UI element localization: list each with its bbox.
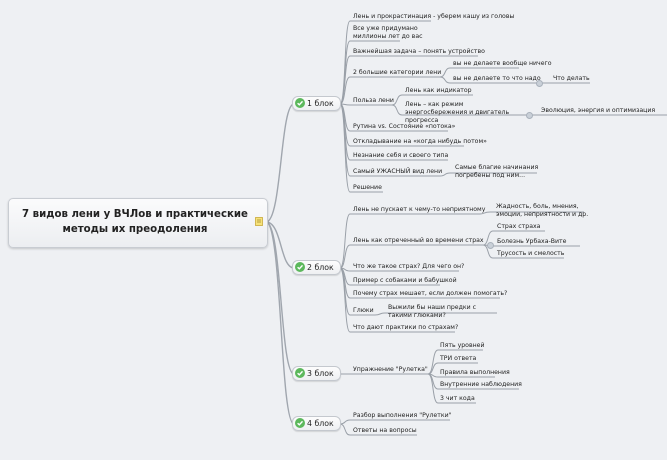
block-2-item[interactable]: Что дают практики по страхам?	[353, 324, 459, 331]
collapse-dot-icon[interactable]	[487, 242, 494, 249]
fear-subitem[interactable]: Трусость и смелость	[497, 250, 565, 257]
connector-root-block4	[265, 221, 295, 425]
collapse-dot-icon[interactable]	[526, 112, 533, 119]
block-2-item[interactable]: Что же такое страх? Для чего он?	[353, 263, 465, 270]
checkmark-icon	[295, 98, 305, 108]
roulette-subitem[interactable]: Внутренние наблюдения	[440, 381, 522, 388]
block-1-item[interactable]: Лень и прокрастинация - уберем кашу из г…	[353, 13, 515, 20]
checkmark-icon	[295, 262, 305, 272]
benefit-item[interactable]: Лень – как режим энергосбережения и двиг…	[405, 101, 510, 124]
block-1-label: 1 блок	[307, 99, 334, 108]
block-4-item[interactable]: Разбор выполнения "Рулетки"	[353, 412, 452, 419]
block-2-item[interactable]: Почему страх мешает, если должен помогат…	[353, 290, 508, 297]
category-subitem[interactable]: Что делать	[553, 75, 590, 82]
block-1-item[interactable]: Самый УЖАСНЫЙ вид лени	[353, 168, 443, 175]
block-2-subitem[interactable]: Жадность, боль, мнения, эмоции, неприятн…	[496, 203, 589, 218]
block-2-item[interactable]: Пример с собаками и бабушкой	[353, 277, 457, 284]
block-1-item[interactable]: Все уже придумано миллионы лет до вас	[353, 25, 423, 40]
worst-laziness-subitem[interactable]: Самые благие начинания погребены под ним…	[455, 164, 539, 179]
block-3-item[interactable]: Упражнение "Рулетка"	[353, 366, 428, 373]
block-1-item[interactable]: Важнейшая задача – понять устройство	[353, 48, 485, 55]
category-item[interactable]: вы не делаете то что надо	[453, 75, 541, 82]
block-1-topic[interactable]: 1 блок	[292, 96, 341, 111]
roulette-subitem[interactable]: Правила выполнения	[440, 369, 510, 376]
glitch-subitem[interactable]: Выжили бы наши предки с такими глюками?	[388, 304, 477, 319]
block-1-item[interactable]: 2 большие категории лени	[353, 69, 442, 76]
roulette-subitem[interactable]: ТРИ ответа	[440, 355, 477, 362]
block-1-item[interactable]: Незнание себя и своего типа	[353, 152, 449, 159]
note-icon[interactable]	[255, 217, 263, 226]
root-topic[interactable]: 7 видов лени у ВЧЛов и практические мето…	[8, 198, 268, 248]
connector-root-block2	[265, 221, 295, 269]
block-1-item[interactable]: Решение	[353, 184, 382, 191]
block-3-topic[interactable]: 3 блок	[292, 366, 341, 381]
connector-root-block1	[265, 103, 295, 223]
block-2-item[interactable]: Глюки	[353, 307, 374, 314]
checkmark-icon	[295, 368, 305, 378]
block-2-item[interactable]: Лень как отреченный во времени страх	[353, 237, 484, 244]
fear-subitem[interactable]: Болезнь Урбаха-Вите	[497, 238, 567, 245]
block-2-label: 2 блок	[307, 263, 334, 272]
benefit-item[interactable]: Лень как индикатор	[405, 87, 472, 94]
block-1-item[interactable]: Польза лени	[353, 97, 394, 104]
block-4-item[interactable]: Ответы на вопросы	[353, 427, 417, 434]
root-title: 7 видов лени у ВЧЛов и практические мето…	[22, 209, 248, 235]
block-1-item[interactable]: Рутина vs. Состояние «потока»	[353, 123, 456, 130]
block-1-item[interactable]: Откладывание на «когда нибудь потом»	[353, 138, 487, 145]
roulette-subitem[interactable]: 3 чит кода	[440, 395, 475, 402]
block-4-label: 4 блок	[307, 419, 334, 428]
block-2-item[interactable]: Лень не пускает к чему-то неприятному	[353, 206, 486, 213]
fear-subitem[interactable]: Страх страха	[497, 223, 541, 230]
block-3-label: 3 блок	[307, 369, 334, 378]
roulette-subitem[interactable]: Пять уровней	[440, 342, 485, 349]
category-item[interactable]: вы не делаете вообще ничего	[453, 60, 552, 67]
block-2-topic[interactable]: 2 блок	[292, 260, 341, 275]
block-4-topic[interactable]: 4 блок	[292, 416, 341, 431]
collapse-dot-icon[interactable]	[536, 80, 543, 87]
benefit-subitem[interactable]: Эволюция, энергия и оптимизация	[541, 107, 656, 114]
checkmark-icon	[295, 418, 305, 428]
